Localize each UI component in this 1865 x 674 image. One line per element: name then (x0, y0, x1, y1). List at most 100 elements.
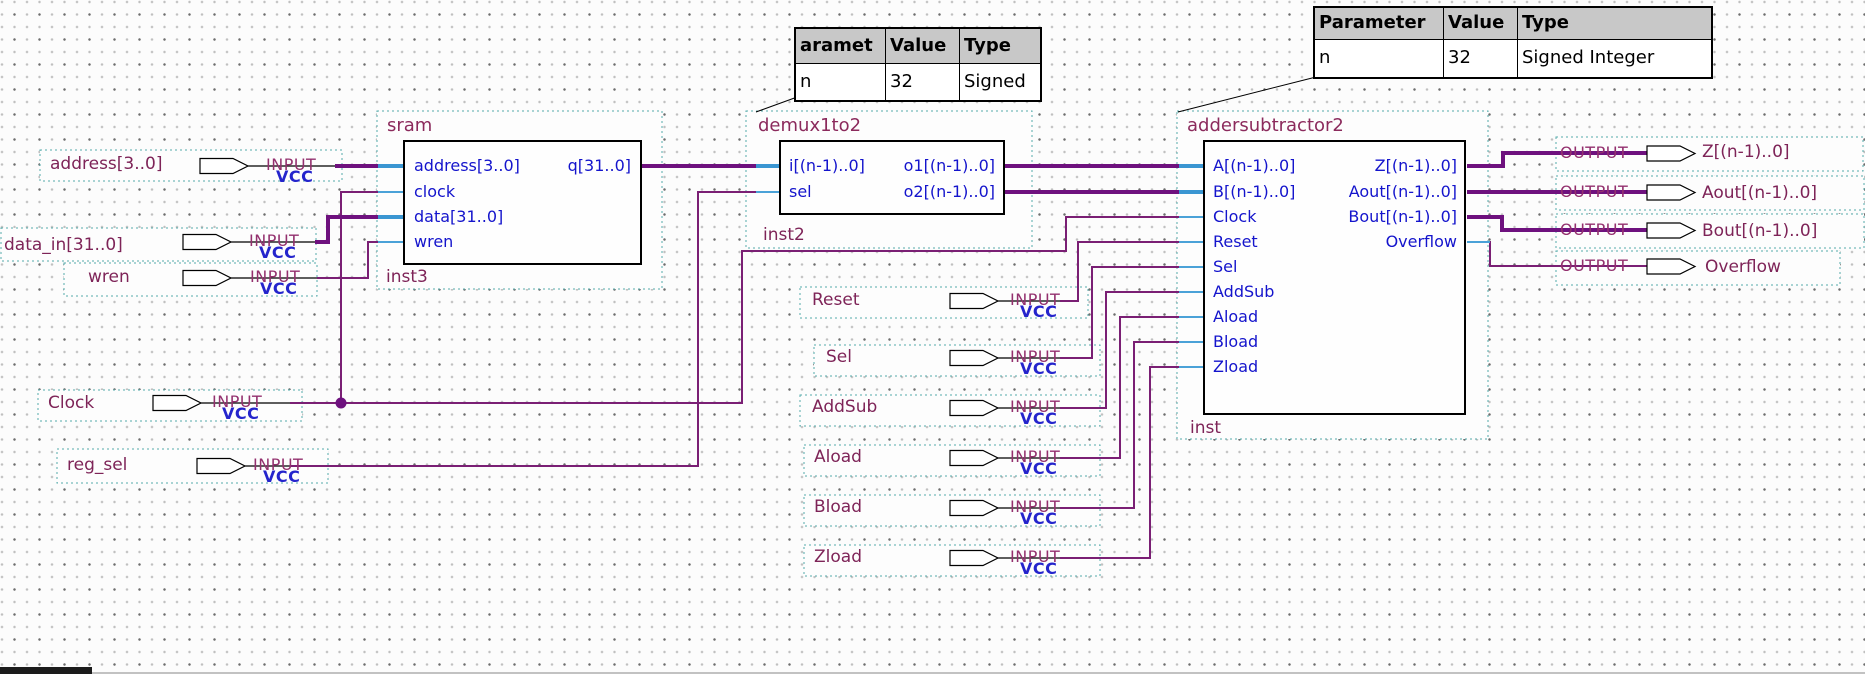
selection-box-reg-sel (56, 448, 329, 484)
pin-label-sel[interactable]: Sel (826, 347, 852, 367)
port-addsub-reset: Reset (1213, 232, 1258, 251)
vcc-label-zload: VCC (1020, 559, 1058, 578)
pin-label-data-in[interactable]: data_in[31..0] (4, 235, 123, 255)
input-keyword-address: INPUT (266, 155, 317, 174)
input-pin-symbol-clock[interactable] (152, 394, 290, 412)
port-addsub-b: B[(n-1)..0] (1213, 182, 1296, 201)
wire-clock-to-sram[interactable] (340, 191, 378, 403)
output-keyword-aout: OUTPUT (1560, 182, 1629, 201)
pin-symbols[interactable] (152, 145, 1697, 567)
pin-label-addsub[interactable]: AddSub (812, 397, 878, 417)
parameter-table-addsub[interactable]: Parameter Value Type n 32 Signed Integer (1313, 6, 1713, 79)
bus-z-out[interactable] (1467, 151, 1648, 168)
selection-box-data-in (0, 227, 317, 262)
pin-label-z-out[interactable]: Z[(n-1)..0] (1702, 142, 1790, 162)
scrollbar-corner (0, 667, 92, 674)
input-pin-symbol-bload[interactable] (949, 499, 1060, 517)
pin-label-reset[interactable]: Reset (812, 290, 860, 310)
table1-header-type: Type (959, 27, 1042, 64)
vcc-label-clock: VCC (222, 404, 260, 423)
vcc-label-reset: VCC (1020, 302, 1058, 321)
input-pin-symbol-zload[interactable] (949, 549, 1060, 567)
parameter-table-demux[interactable]: aramet Value Type n 32 Signed (794, 27, 1042, 102)
port-addsub-clock: Clock (1213, 207, 1257, 226)
port-sram-data: data[31..0] (414, 207, 504, 226)
input-pin-symbol-aload[interactable] (949, 449, 1060, 467)
input-pin-symbol-addsub[interactable] (949, 399, 1060, 417)
output-pin-symbol-z[interactable] (1646, 145, 1697, 162)
block-sram[interactable] (403, 140, 642, 265)
port-sram-q: q[31..0] (567, 156, 631, 175)
table1-cell-param-type: Signed (959, 63, 1042, 102)
table2-cell-param-type: Signed Integer (1517, 39, 1713, 79)
table2-cell-param-value: 32 (1443, 39, 1518, 79)
table2-cell-param-name: n (1313, 39, 1444, 79)
input-pin-symbol-reg-sel[interactable] (196, 457, 290, 475)
block-addersubtractor2[interactable] (1203, 140, 1466, 415)
output-pin-symbol-overflow[interactable] (1646, 258, 1697, 275)
wire-aload[interactable] (1060, 316, 1179, 459)
block-demux1to2[interactable] (779, 140, 1005, 215)
vcc-label-address: VCC (276, 167, 314, 186)
port-sram-wren: wren (414, 232, 454, 251)
pin-label-wren[interactable]: wren (88, 267, 130, 287)
table2-callout-line (1177, 76, 1317, 113)
instance-label-demux: inst2 (763, 225, 805, 245)
table1-cell-param-name: n (794, 63, 886, 102)
vcc-label-aload: VCC (1020, 459, 1058, 478)
input-pin-symbol-reset[interactable] (949, 292, 1060, 310)
pin-label-zload[interactable]: Zload (814, 547, 862, 567)
vcc-label-bload: VCC (1020, 509, 1058, 528)
bus-bout[interactable] (1467, 215, 1648, 232)
input-pin-symbol-address[interactable] (199, 157, 335, 175)
wire-reset[interactable] (1060, 241, 1179, 302)
wire-wren[interactable] (317, 241, 378, 279)
input-keyword-clock: INPUT (212, 392, 263, 411)
table1-callout-line (755, 95, 801, 113)
canvas-bottom-edge (0, 672, 1865, 674)
pin-label-address[interactable]: address[3..0] (50, 154, 163, 174)
table1-header-parameter: aramet (794, 27, 886, 64)
pin-label-bload[interactable]: Bload (814, 497, 862, 517)
port-demux-sel: sel (789, 182, 812, 201)
wire-reg-sel[interactable] (290, 191, 756, 467)
pin-label-clock[interactable]: Clock (48, 393, 95, 413)
port-demux-i: i[(n-1)..0] (789, 156, 865, 175)
wire-sel[interactable] (1060, 266, 1179, 359)
net-port-stubs (378, 191, 1490, 368)
table1-header-value: Value (885, 27, 960, 64)
input-keyword-aload: INPUT (1010, 447, 1061, 466)
port-addsub-aout: Aout[(n-1)..0] (1348, 182, 1457, 201)
bus-data-in[interactable] (315, 215, 378, 244)
input-keyword-reset: INPUT (1010, 290, 1061, 309)
wire-addsub[interactable] (1060, 291, 1179, 409)
block-title-addsub: addersubtractor2 (1187, 115, 1344, 136)
bus-wires[interactable] (315, 151, 1648, 244)
net-wires[interactable] (290, 191, 1648, 559)
selection-box-reset (799, 286, 1089, 319)
pin-label-bout[interactable]: Bout[(n-1)..0] (1702, 221, 1818, 241)
output-keyword-bout: OUTPUT (1560, 220, 1629, 239)
output-pin-symbol-bout[interactable] (1646, 222, 1697, 239)
input-keyword-addsub: INPUT (1010, 397, 1061, 416)
vcc-label-wren: VCC (260, 279, 298, 298)
pin-label-overflow[interactable]: Overflow (1705, 257, 1781, 277)
vcc-label-addsub: VCC (1020, 409, 1058, 428)
port-addsub-bout: Bout[(n-1)..0] (1348, 207, 1457, 226)
pin-label-aout[interactable]: Aout[(n-1)..0] (1702, 183, 1818, 203)
input-pin-symbol-data-in[interactable] (182, 233, 315, 251)
port-addsub-bload: Bload (1213, 332, 1259, 351)
pin-label-reg-sel[interactable]: reg_sel (67, 455, 128, 475)
bus-port-stubs (378, 164, 1203, 219)
input-pin-symbol-sel[interactable] (949, 349, 1060, 367)
wire-bload[interactable] (1060, 341, 1179, 509)
pin-label-aload[interactable]: Aload (814, 447, 862, 467)
wire-clock-to-addsub[interactable] (341, 216, 1179, 404)
input-pin-symbol-wren[interactable] (182, 269, 317, 287)
output-pin-symbol-aout[interactable] (1646, 184, 1697, 201)
wire-zload[interactable] (1060, 366, 1179, 559)
input-keyword-bload: INPUT (1010, 497, 1061, 516)
block-title-demux: demux1to2 (758, 115, 862, 136)
port-sram-address: address[3..0] (414, 156, 520, 175)
